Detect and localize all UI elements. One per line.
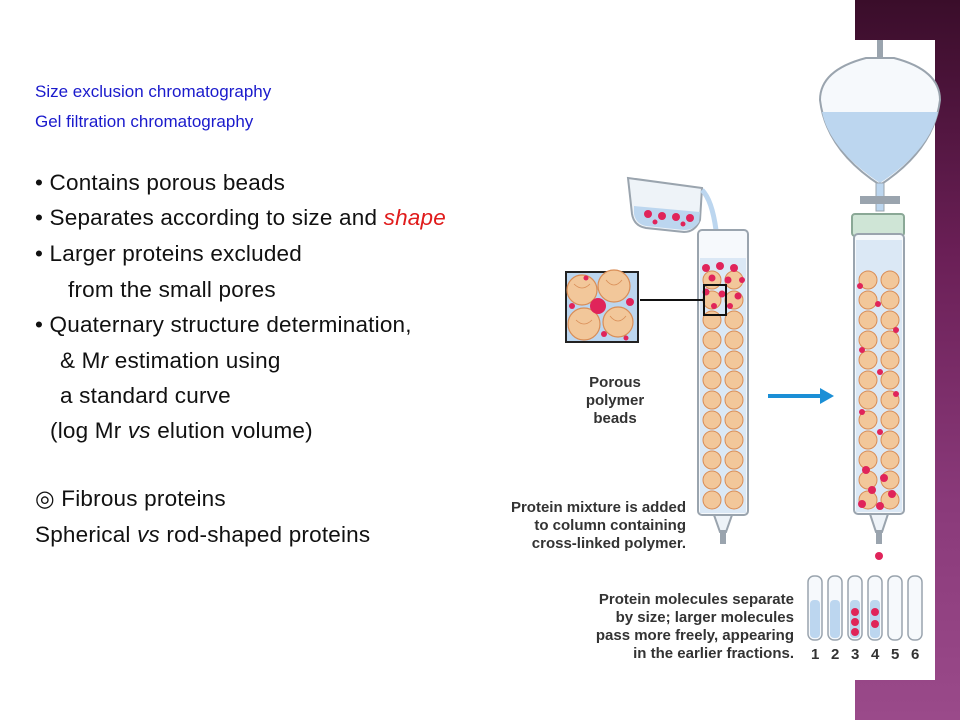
bullet-larger-excluded: • Larger proteins excluded — [35, 241, 302, 266]
tube-number-2: 2 — [831, 646, 840, 663]
tube-number-3: 3 — [851, 646, 860, 663]
bullet-porous-beads: • Contains porous beads — [35, 170, 286, 195]
separatory-funnel — [818, 40, 942, 212]
subtitle-gel-filtration: Gel filtration chromatography — [35, 112, 254, 131]
bullet-log-mr: (log Mr vs elution volume) — [50, 418, 313, 443]
bullet-standard-curve: a standard curve — [60, 383, 231, 408]
left-column — [640, 229, 749, 544]
tube-number-6: 6 — [911, 646, 920, 663]
porous-beads-inset — [565, 269, 639, 343]
fraction-tube-2 — [827, 575, 843, 641]
bullet-mr-estimation: & Mr estimation using — [60, 348, 281, 373]
arrow-icon — [768, 388, 834, 404]
bullet-larger-excluded-cont: from the small pores — [68, 277, 276, 302]
right-column — [851, 213, 905, 560]
caption-mixture-added: Protein mixture is added to column conta… — [510, 499, 686, 552]
note-spherical-rod: Spherical vs rod-shaped proteins — [35, 522, 371, 547]
shape-highlight: shape — [383, 205, 446, 230]
subtitle-size-exclusion: Size exclusion chromatography — [35, 82, 272, 101]
bullet-quaternary: • Quaternary structure determination, — [35, 312, 412, 337]
fraction-tube-3 — [847, 575, 863, 641]
fraction-tube-1 — [807, 575, 823, 641]
tube-number-1: 1 — [811, 646, 820, 663]
tube-number-4: 4 — [871, 646, 880, 663]
tube-number-5: 5 — [891, 646, 900, 663]
fraction-tubes — [807, 575, 923, 641]
fraction-tube-5 — [887, 575, 903, 641]
note-fibrous: ◎ Fibrous proteins — [35, 486, 226, 511]
bullet-separates: • Separates according to size and shape — [35, 205, 446, 230]
fraction-tube-4 — [867, 575, 883, 641]
fraction-tube-6 — [907, 575, 923, 641]
caption-molecules-separate: Protein molecules separate by size; larg… — [595, 591, 794, 662]
